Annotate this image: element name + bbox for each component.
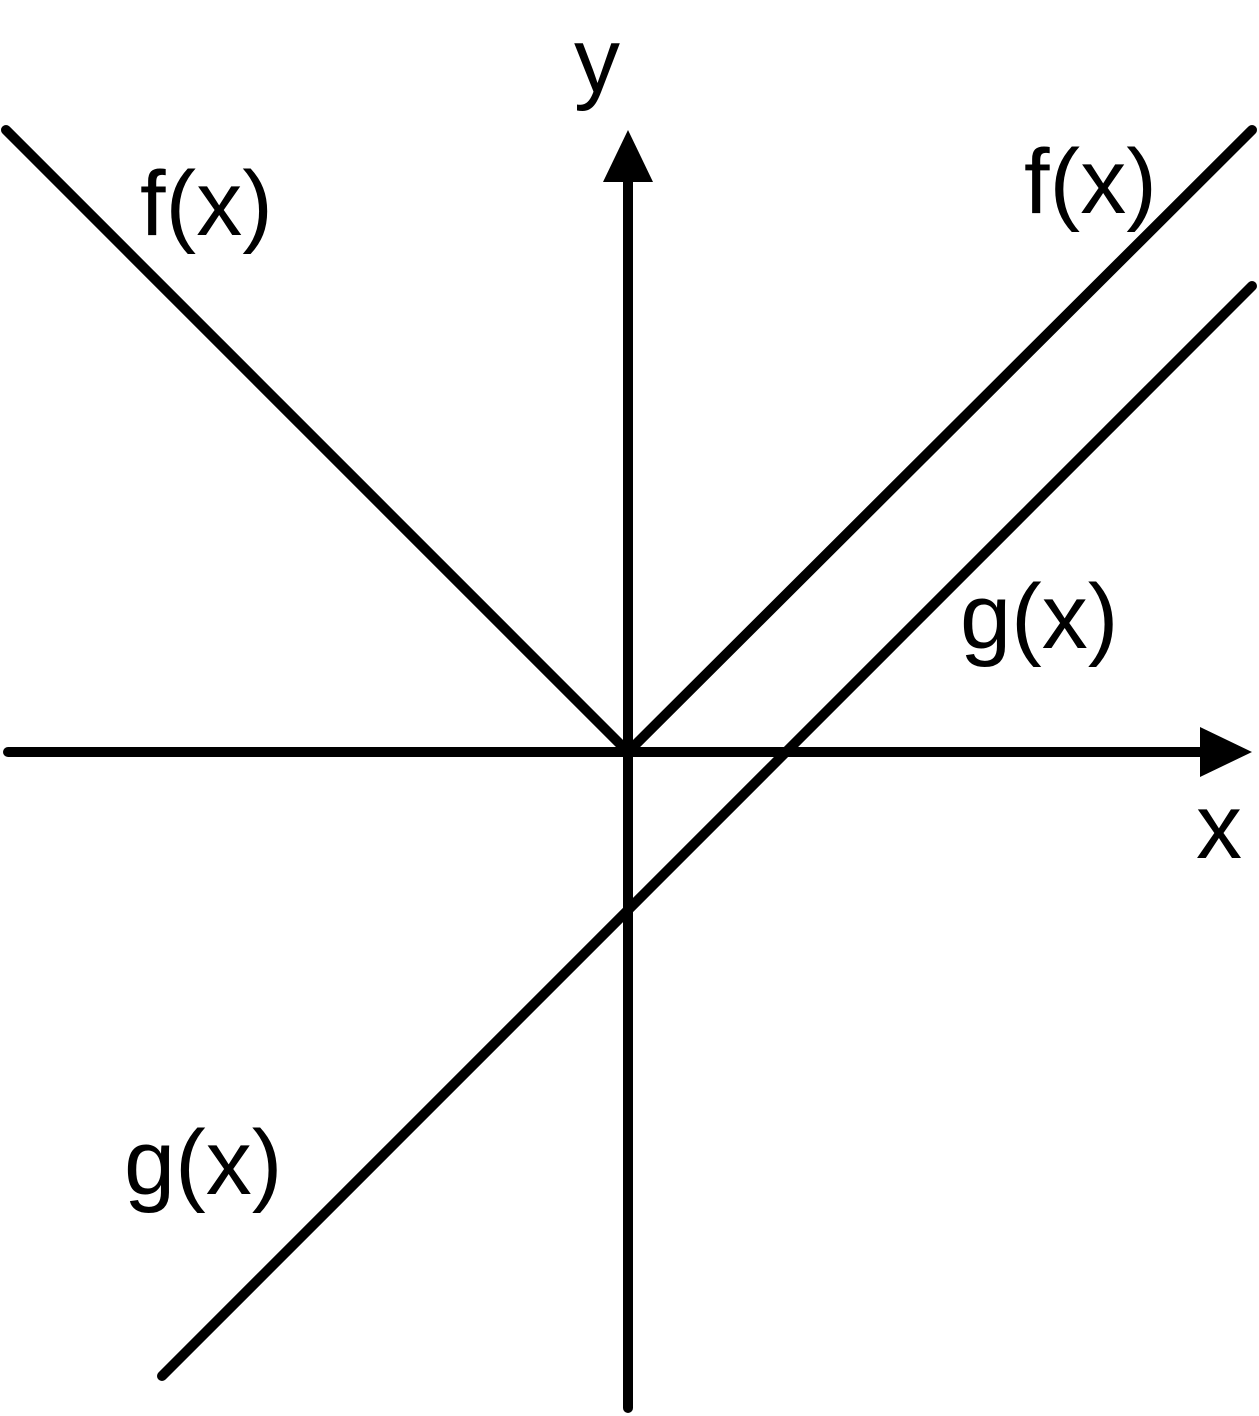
y-axis-label: y <box>574 10 620 112</box>
g-label-upper: g(x) <box>960 566 1118 668</box>
g-line <box>157 281 1257 1381</box>
y-axis-arrowhead <box>603 130 653 182</box>
f-right-branch <box>623 125 1257 757</box>
x-axis-label: x <box>1196 776 1242 878</box>
f-label-right: f(x) <box>1024 131 1157 233</box>
g-label-lower: g(x) <box>124 1112 282 1214</box>
x-axis-arrowhead <box>1200 727 1252 777</box>
f-label-left: f(x) <box>140 153 273 255</box>
f-left-branch <box>1 125 633 757</box>
